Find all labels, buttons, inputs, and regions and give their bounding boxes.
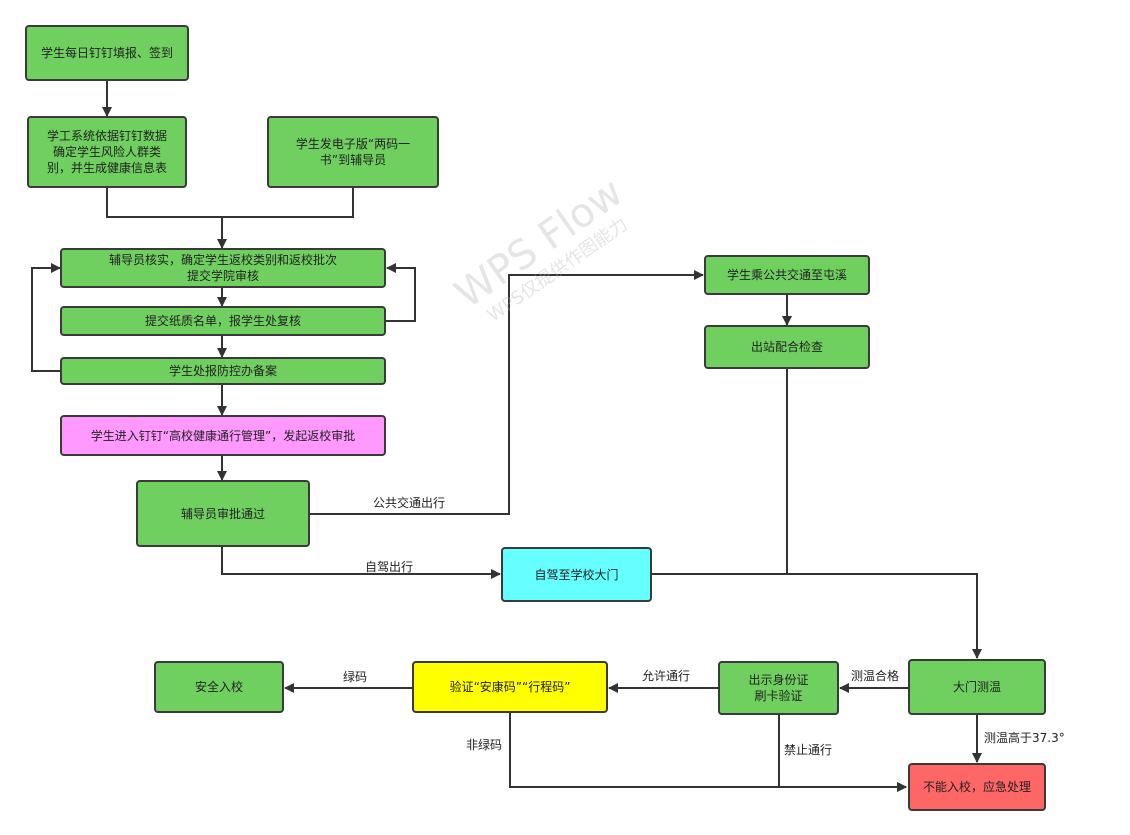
node-student-office-filing[interactable]: 学生处报防控办备案 <box>60 357 386 385</box>
node-emergency-handling[interactable]: 不能入校，应急处理 <box>908 763 1046 811</box>
label-green-code: 绿码 <box>343 670 368 684</box>
node-verify-codes[interactable]: 验证“安康码”“行程码” <box>412 661 608 713</box>
edge-n2-merge <box>106 188 222 218</box>
node-id-card-check[interactable]: 出示身份证 刷卡验证 <box>718 661 839 715</box>
edge-n8-n9 <box>310 270 704 515</box>
label-forbid: 禁止通行 <box>784 743 833 757</box>
label-self-drive: 自驾出行 <box>365 560 414 574</box>
node-public-transport[interactable]: 学生乘公共交通至屯溪 <box>704 255 870 295</box>
edge-n5-n4 <box>385 263 416 322</box>
node-risk-classification[interactable]: 学工系统依据钉钉数据 确定学生风险人群类 别，并生成健康信息表 <box>27 116 187 188</box>
node-station-check[interactable]: 出站配合检查 <box>704 325 870 369</box>
edge-n3-merge <box>222 188 354 218</box>
node-counselor-approved[interactable]: 辅导员审批通过 <box>136 480 310 547</box>
edge-n11-n12 <box>652 573 982 659</box>
node-submit-paper-list[interactable]: 提交纸质名单，报学生处复核 <box>60 306 386 336</box>
label-non-green: 非绿码 <box>466 738 503 752</box>
node-safe-entry[interactable]: 安全入校 <box>154 661 284 713</box>
label-temp-high: 测温高于37.3° <box>984 731 1065 745</box>
node-self-drive[interactable]: 自驾至学校大门 <box>501 547 652 602</box>
node-send-documents[interactable]: 学生发电子版“两码一 书”到辅导员 <box>267 116 439 188</box>
label-allow: 允许通行 <box>642 669 691 683</box>
label-temp-ok: 测温合格 <box>851 669 900 683</box>
node-gate-temperature[interactable]: 大门测温 <box>908 659 1046 715</box>
node-dingtalk-approval[interactable]: 学生进入钉钉“高校健康通行管理”，发起返校审批 <box>60 415 386 456</box>
node-counselor-verify[interactable]: 辅导员核实，确定学生返校类别和返校批次 提交学院审核 <box>60 248 386 288</box>
edge-n6-n4 <box>31 263 62 372</box>
node-daily-checkin[interactable]: 学生每日钉钉填报、签到 <box>25 25 189 81</box>
edge-n8-n11 <box>221 547 501 579</box>
edge-n14-n16 <box>509 713 907 792</box>
edge-n10-merge <box>786 369 977 575</box>
label-public-transport: 公共交通出行 <box>373 496 446 510</box>
